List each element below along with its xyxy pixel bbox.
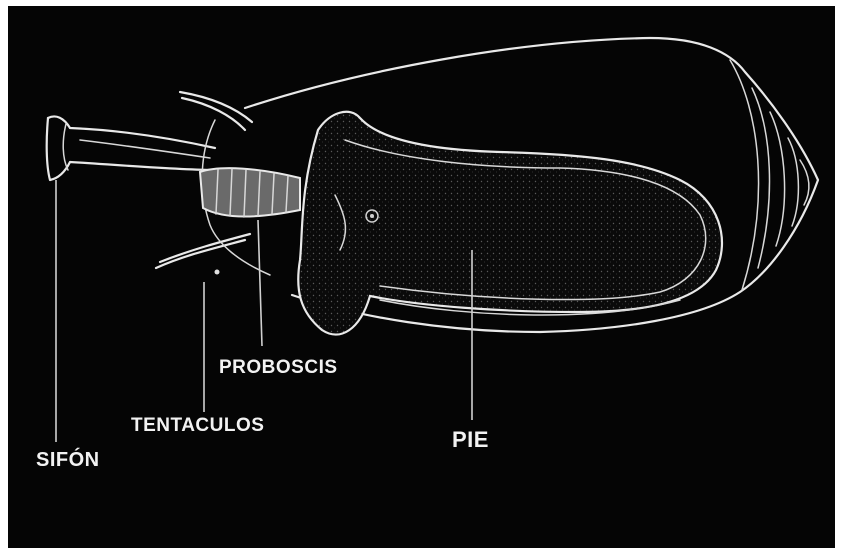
proboscis xyxy=(200,168,300,217)
label-tentacles: TENTACULOS xyxy=(131,415,264,436)
label-proboscis: PROBOSCIS xyxy=(219,357,338,378)
siphon xyxy=(47,116,215,180)
label-siphon: SIFÓN xyxy=(36,447,100,471)
foot xyxy=(298,112,722,335)
label-foot: PIE xyxy=(452,427,489,452)
